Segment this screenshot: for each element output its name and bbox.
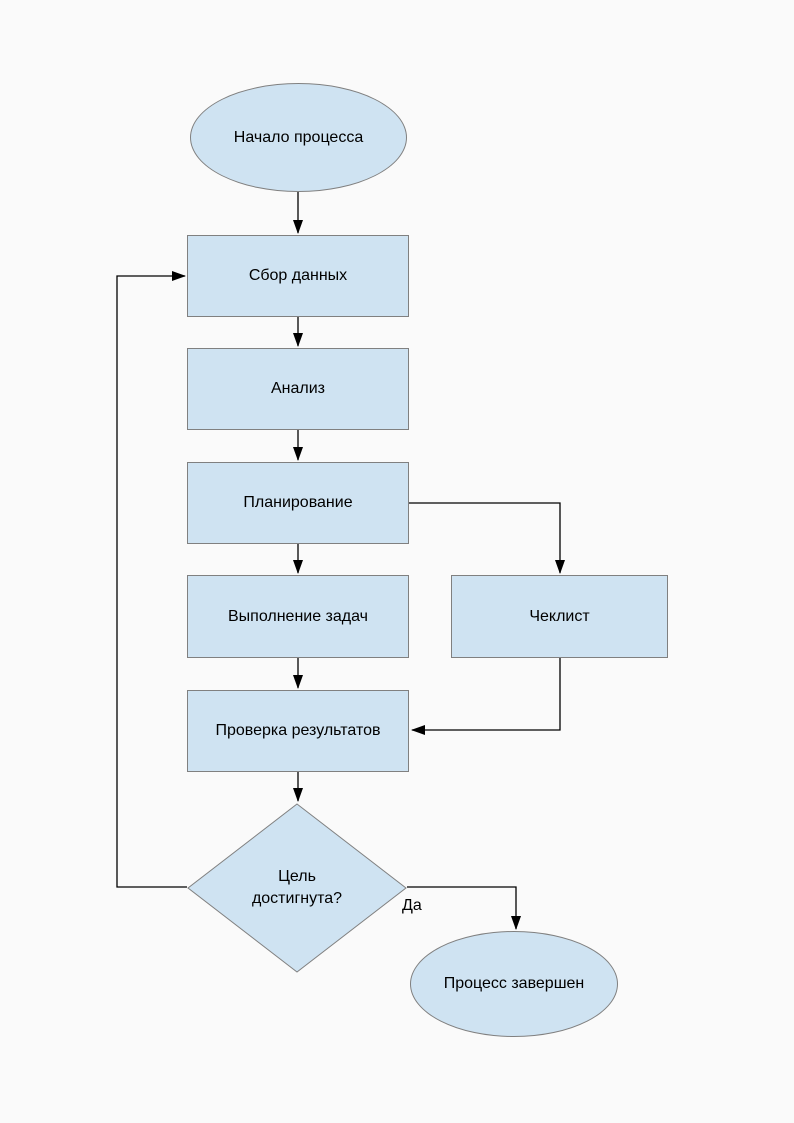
node-start: Начало процесса (190, 83, 407, 192)
node-execute-label: Выполнение задач (227, 607, 369, 625)
node-plan: Планирование (187, 462, 409, 544)
node-start-label: Начало процесса (233, 128, 364, 146)
node-analyze: Анализ (187, 348, 409, 430)
node-analyze-label: Анализ (270, 380, 325, 397)
node-checklist-label: Чеклист (529, 607, 590, 625)
node-verify: Проверка результатов (187, 690, 409, 772)
edge-label-yes: Да (402, 897, 422, 914)
node-collect: Сбор данных (187, 235, 409, 317)
edge-checklist-verify (411, 658, 561, 735)
node-decision: Цель достигнута? (187, 803, 407, 973)
node-end-label: Процесс завершен (443, 975, 585, 992)
node-checklist: Чеклист (451, 575, 668, 658)
node-end: Процесс завершен (410, 931, 618, 1037)
node-plan-label: Планирование (243, 494, 353, 511)
decision-diamond-shape (187, 803, 407, 973)
node-execute: Выполнение задач (187, 575, 409, 658)
edge-plan-checklist (409, 502, 565, 574)
node-decision-label: Цель достигнута? (251, 868, 343, 907)
node-collect-label: Сбор данных (248, 267, 348, 284)
node-verify-label: Проверка результатов (215, 722, 381, 739)
edge-decision-collect (116, 271, 187, 888)
edge-decision-end (407, 886, 521, 930)
